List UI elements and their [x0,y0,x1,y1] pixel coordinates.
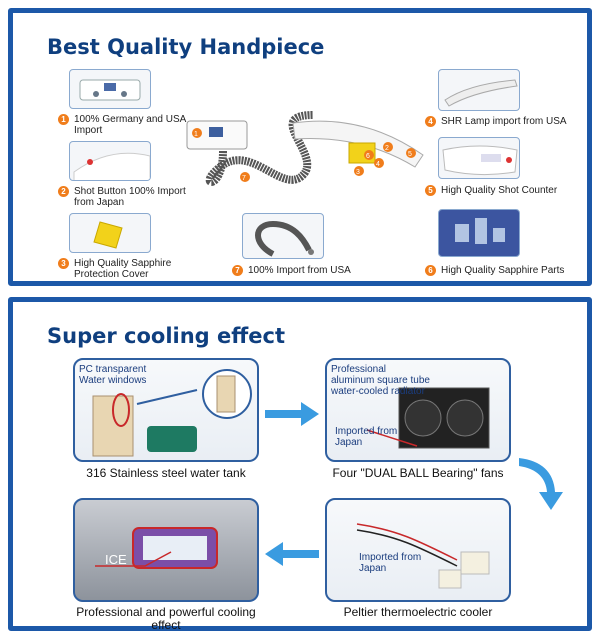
fans-image [325,358,511,462]
thumb-lamp [438,69,520,111]
tank-image [73,358,259,462]
thumb-shot-counter [438,137,520,179]
radiator-label: Professional aluminum square tube water-… [331,364,430,397]
badge-4: 4 [425,116,436,127]
badge-3: 3 [58,258,69,269]
thumb-sapphire-cover [69,213,151,253]
callout-3: 3 [356,169,360,176]
arrow-curve-down-icon [519,458,563,510]
badge-5: 5 [425,185,436,196]
cooling-panel: Super cooling effect PC transparent Wate… [8,297,592,632]
badge-7: 7 [232,265,243,276]
callout-5: 5 [408,151,412,158]
cooling-title: Super cooling effect [47,324,285,348]
callout-4: 4 [376,161,380,168]
callout-2: 2 [385,145,389,152]
arrow-left-icon [265,542,319,566]
window-label: PC transparent Water windows [79,364,147,386]
caption-peltier: Peltier thermoelectric cooler [343,605,493,619]
imported-label-peltier: Imported from Japan [359,552,422,574]
thumb-shot-button [69,141,151,181]
caption-fans: Four "DUAL BALL Bearing" fans [332,466,504,480]
thumb-hose [242,213,324,259]
imported-label-fans: Imported from Japan [335,426,398,448]
caption-tank: 316 Stainless steel water tank [86,466,246,480]
thumb-import-parts [69,69,151,109]
handpiece-title: Best Quality Handpiece [47,35,325,59]
callout-1: 1 [194,131,198,138]
callout-7: 7 [242,175,246,182]
handpiece-image: 1 2 3 4 5 6 7 [186,111,424,186]
badge-6: 6 [425,265,436,276]
arrow-right-icon [265,402,319,426]
badge-1: 1 [58,114,69,125]
ice-label: ICE [105,552,127,567]
peltier-image [325,498,511,602]
badge-2: 2 [58,186,69,197]
ice-image [73,498,259,602]
callout-6: 6 [366,153,370,160]
caption-ice: Professional and powerful cooling effect [76,605,256,632]
thumb-sapphire-parts [438,209,520,257]
